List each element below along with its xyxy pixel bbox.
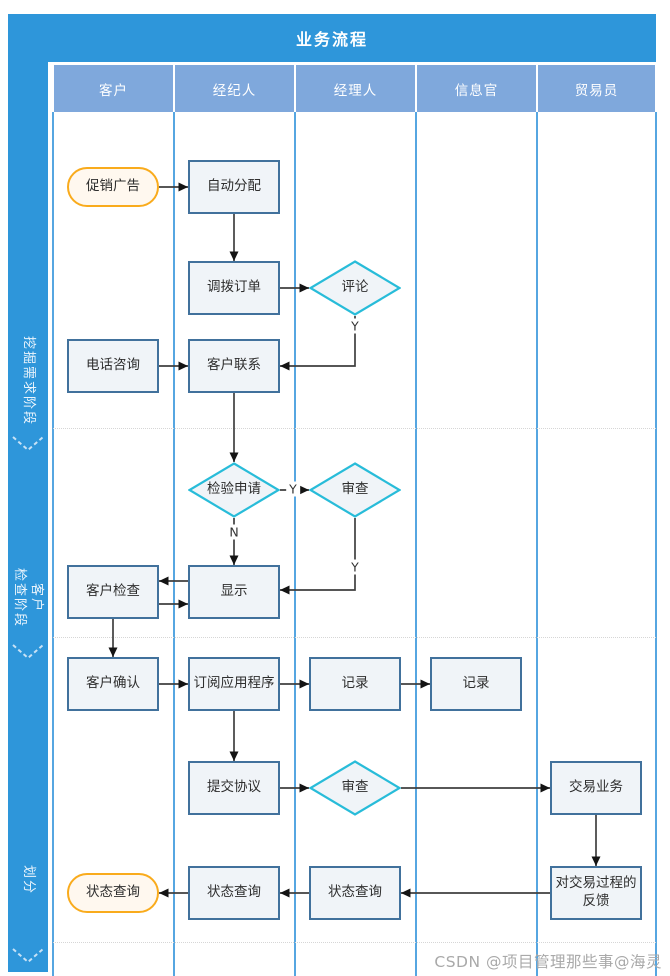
node-label: 电话咨询 <box>86 357 140 374</box>
node-status-query-end: 状态查询 <box>67 873 159 913</box>
node-label: 状态查询 <box>86 884 140 901</box>
node-label: 记录 <box>341 675 369 692</box>
node-review1-decision: 审查 <box>309 462 401 518</box>
phase-label-text: 挖掘需求阶段 <box>21 335 36 426</box>
phase-divider-dotline <box>53 428 656 429</box>
node-label: 对交易过程的反馈 <box>555 875 637 909</box>
node-status-query-manager: 状态查询 <box>309 866 401 920</box>
node-inspection-request-decision: 检验申请 <box>188 462 280 518</box>
lane-header-trader: 贸易员 <box>538 65 655 112</box>
lane-header-customer: 客户 <box>54 65 173 112</box>
phase-label-text: 检查阶段 <box>12 567 27 628</box>
diamond-shape <box>309 760 401 816</box>
phase-label-division: 划分 <box>19 850 37 910</box>
node-phone-consult: 电话咨询 <box>67 339 159 393</box>
edge-label-review1-yes: Y <box>348 559 362 575</box>
lane-divider-line <box>536 112 538 976</box>
phase-label-demand-mining: 挖掘需求阶段 <box>19 326 37 436</box>
lane-header-broker: 经纪人 <box>175 65 294 112</box>
lane-divider-line <box>415 112 417 976</box>
node-label: 状态查询 <box>328 884 382 901</box>
edge-label-inspection-no: N <box>226 524 242 540</box>
node-label: 记录 <box>462 675 490 692</box>
phase-label-customer-check: 客户 检查阶段 <box>11 563 45 633</box>
node-label: 评论 <box>341 279 369 296</box>
node-label: 客户联系 <box>207 357 261 374</box>
node-label: 审查 <box>341 481 369 498</box>
lane-label: 经纪人 <box>212 82 257 99</box>
lane-label: 贸易员 <box>574 82 619 99</box>
node-record-manager: 记录 <box>309 657 401 711</box>
node-status-query-broker: 状态查询 <box>188 866 280 920</box>
edge-label-comment-yes: Y <box>348 318 362 334</box>
diamond-shape <box>309 462 401 518</box>
node-display: 显示 <box>188 565 280 619</box>
lane-divider-line <box>173 112 175 976</box>
edge-review1-to-display <box>280 518 356 595</box>
node-customer-check: 客户检查 <box>67 565 159 619</box>
node-label: 订阅应用程序 <box>193 675 275 692</box>
node-label: 提交协议 <box>207 779 261 796</box>
phase-label-text: 划分 <box>21 864 36 895</box>
node-label: 显示 <box>220 583 248 600</box>
phase-label-text: 客户 <box>29 582 44 613</box>
node-label: 客户检查 <box>86 583 140 600</box>
node-label: 交易业务 <box>569 779 623 796</box>
lane-divider-line <box>52 112 54 976</box>
diamond-shape <box>188 462 280 518</box>
lane-header-cio: 信息官 <box>417 65 536 112</box>
lane-divider-line <box>655 112 657 976</box>
lane-label: 经理人 <box>333 82 378 99</box>
lane-divider-line <box>294 112 296 976</box>
page-title: 业务流程 <box>295 30 368 49</box>
node-label: 促销广告 <box>86 178 140 195</box>
phase-divider-dotline <box>53 942 656 943</box>
node-promo-ad: 促销广告 <box>67 167 159 207</box>
node-customer-contact: 客户联系 <box>188 339 280 393</box>
edge-label-inspection-yes: Y <box>286 481 300 497</box>
phase-divider-dotline <box>53 637 656 638</box>
node-subscribe-app: 订阅应用程序 <box>188 657 280 711</box>
lane-header-manager: 经理人 <box>296 65 415 112</box>
lane-label: 信息官 <box>454 82 499 99</box>
edge-comment-to-customer-contact <box>280 316 356 371</box>
node-trade-business: 交易业务 <box>550 761 642 815</box>
node-label: 调拨订单 <box>207 279 261 296</box>
node-review2-decision: 审查 <box>309 760 401 816</box>
title-bar: 业务流程 <box>8 14 656 62</box>
node-auto-assign: 自动分配 <box>188 160 280 214</box>
phase-sidebar <box>8 62 48 972</box>
phase-divider-chevron <box>12 436 44 452</box>
node-comment-decision: 评论 <box>309 260 401 316</box>
node-trade-feedback: 对交易过程的反馈 <box>550 866 642 920</box>
node-customer-confirm: 客户确认 <box>67 657 159 711</box>
node-record-cio: 记录 <box>430 657 522 711</box>
node-transfer-order: 调拨订单 <box>188 261 280 315</box>
node-label: 检验申请 <box>207 481 261 498</box>
lane-label: 客户 <box>99 82 128 99</box>
node-label: 状态查询 <box>207 884 261 901</box>
phase-divider-chevron <box>12 948 44 964</box>
node-label: 自动分配 <box>207 178 261 195</box>
phase-divider-chevron <box>12 644 44 660</box>
node-label: 审查 <box>341 779 369 796</box>
node-label: 客户确认 <box>86 675 140 692</box>
node-submit-agreement: 提交协议 <box>188 761 280 815</box>
watermark: CSDN @项目管理那些事@海灵 <box>434 953 662 971</box>
diamond-shape <box>309 260 401 316</box>
